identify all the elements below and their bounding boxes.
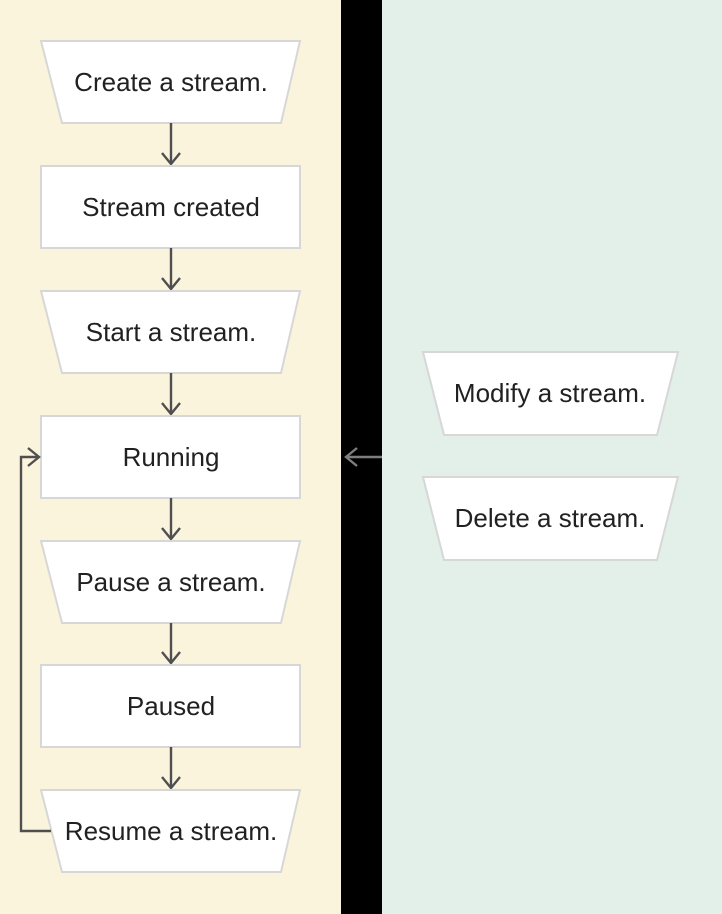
node-label: Running: [123, 442, 220, 472]
loop-line: [19, 455, 51, 833]
flow-node-create-a-stream: Create a stream.: [39, 40, 302, 124]
node-label: Pause a stream.: [76, 567, 265, 597]
node-label: Paused: [127, 691, 215, 721]
arrow-down-running-to-pause: [161, 498, 181, 541]
arrow-down-created-to-start: [161, 248, 181, 291]
arrow-head-down-icon: [161, 402, 181, 416]
node-label: Start a stream.: [86, 317, 257, 347]
arrow-down-create-to-created: [161, 123, 181, 166]
arrow-head-down-icon: [161, 776, 181, 790]
flow-node-pause-a-stream: Pause a stream.: [39, 540, 302, 624]
arrow-head-left-icon: [344, 447, 358, 467]
trapezoid-shape: [39, 789, 302, 873]
actions-panel-background: [382, 0, 722, 914]
trapezoid-shape: [39, 40, 302, 124]
flow-node-stream-created: Stream created: [40, 165, 301, 249]
flow-node-start-a-stream: Start a stream.: [39, 290, 302, 374]
flow-node-modify-a-stream: Modify a stream.: [421, 351, 680, 436]
arrow-down-start-to-running: [161, 373, 181, 416]
rectangle-shape: [40, 415, 301, 499]
flow-node-resume-a-stream: Resume a stream.: [39, 789, 302, 873]
arrow-head-down-icon: [161, 651, 181, 665]
node-label: Create a stream.: [74, 67, 268, 97]
arrow-down-paused-to-resume: [161, 747, 181, 790]
rectangle-shape: [40, 165, 301, 249]
flow-node-running: Running: [40, 415, 301, 499]
node-label: Delete a stream.: [455, 503, 646, 533]
trapezoid-shape: [39, 540, 302, 624]
arrow-head-right-icon: [27, 447, 41, 467]
trapezoid-shape: [421, 476, 680, 561]
node-label: Stream created: [82, 192, 260, 222]
node-label: Resume a stream.: [65, 816, 277, 846]
rectangle-shape: [40, 664, 301, 748]
arrow-down-pause-to-paused: [161, 623, 181, 665]
arrow-head-down-icon: [161, 527, 181, 541]
arrow-left-actions-to-running: [344, 447, 382, 467]
arrow-head-down-icon: [161, 152, 181, 166]
flow-node-paused: Paused: [40, 664, 301, 748]
trapezoid-shape: [39, 290, 302, 374]
trapezoid-shape: [421, 351, 680, 436]
loop-arrow-resume-to-running: [19, 447, 51, 833]
arrow-head-down-icon: [161, 277, 181, 291]
flow-node-delete-a-stream: Delete a stream.: [421, 476, 680, 561]
node-label: Modify a stream.: [454, 378, 646, 408]
